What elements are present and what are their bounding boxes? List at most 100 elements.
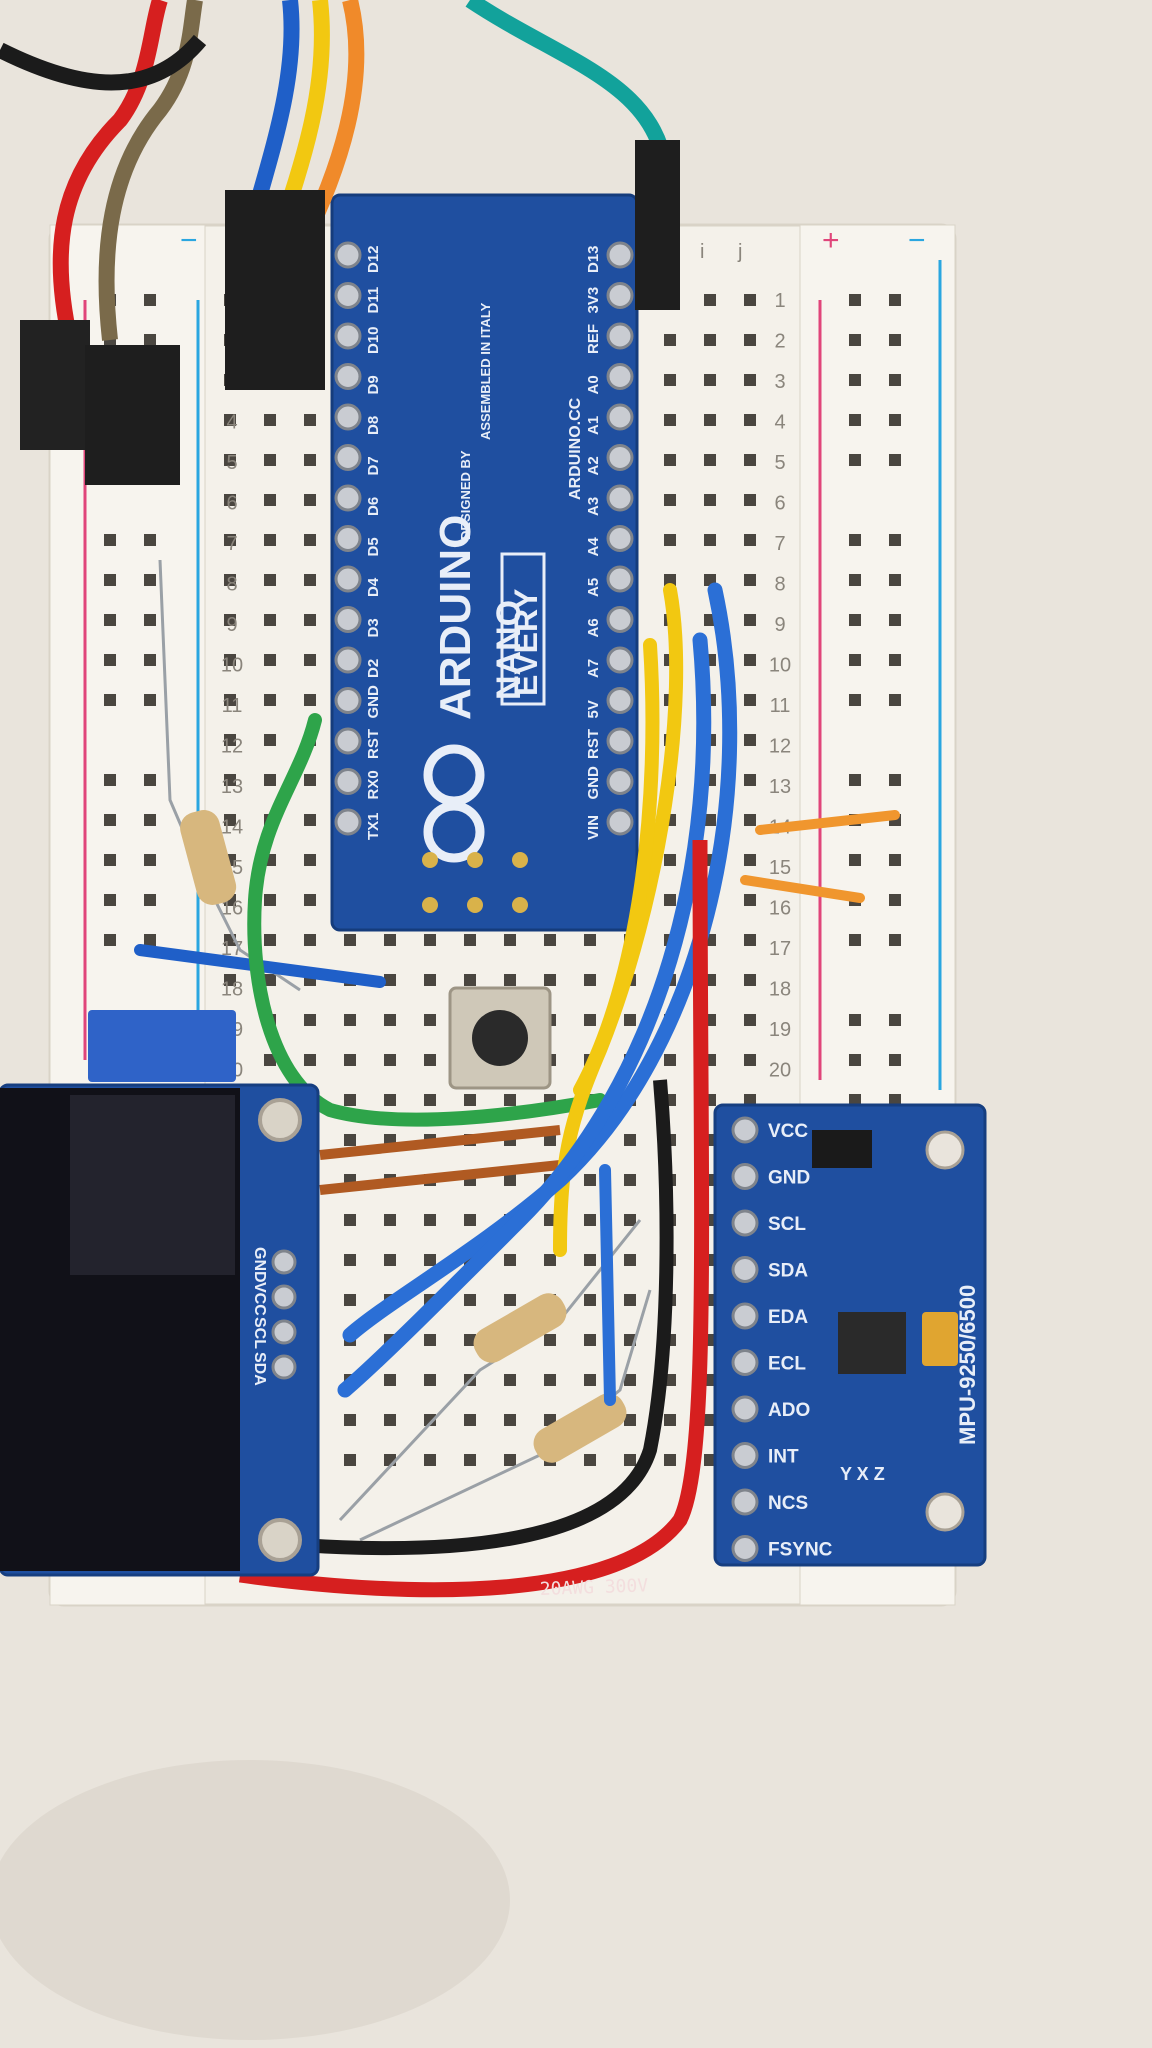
breadboard-hole [624, 1414, 636, 1426]
rail-hole [889, 774, 901, 786]
breadboard-hole [304, 534, 316, 546]
breadboard-hole [584, 1374, 596, 1386]
arduino-url: ARDUINO.CC [567, 397, 584, 500]
breadboard-hole [424, 1414, 436, 1426]
breadboard-hole [584, 1254, 596, 1266]
rail-hole [849, 454, 861, 466]
arduino-pin [334, 282, 362, 309]
arduino-pin [606, 322, 634, 350]
breadboard-hole [224, 574, 236, 586]
breadboard-hole [224, 454, 236, 466]
arduino-pin-label: RX0 [365, 770, 382, 799]
blue-wire-short [599, 1164, 616, 1406]
rail-hole [849, 1014, 861, 1026]
arduino-pin-label: GND [365, 685, 382, 719]
breadboard-hole [304, 414, 316, 426]
breadboard-hole [744, 374, 756, 386]
rail-hole [889, 454, 901, 466]
breadboard-hole [744, 534, 756, 546]
breadboard-hole [624, 1134, 636, 1146]
breadboard-hole [344, 1014, 356, 1026]
breadboard-hole [384, 1374, 396, 1386]
rail-hole [144, 814, 156, 826]
breadboard-hole [264, 894, 276, 906]
oled-pin [271, 1284, 297, 1310]
arduino-pin-label: A4 [585, 537, 602, 557]
breadboard-hole [744, 1054, 756, 1066]
breadboard-hole [224, 734, 236, 746]
arduino-pin [334, 727, 362, 755]
breadboard-hole [704, 454, 716, 466]
arduino-pin-label: D2 [365, 659, 382, 678]
rail-hole [104, 534, 116, 546]
arduino-pin [334, 606, 362, 633]
breadboard-hole [504, 1454, 516, 1466]
row-number: 5 [774, 452, 785, 474]
row-number: 11 [770, 695, 791, 717]
rail-hole [849, 374, 861, 386]
breadboard-hole [384, 1014, 396, 1026]
breadboard-hole [744, 334, 756, 346]
breadboard-hole [424, 1254, 436, 1266]
rail-hole [849, 694, 861, 706]
breadboard-hole [224, 694, 236, 706]
arduino-made-in: ASSEMBLED IN ITALY [478, 302, 493, 440]
blue-wire-1 [342, 582, 738, 1343]
rail-hole [144, 534, 156, 546]
arduino-pin-label: RST [365, 729, 382, 759]
arduino-designed-by: DESIGNED BY [458, 450, 473, 540]
arduino-pin [334, 444, 362, 471]
breadboard-hole [744, 574, 756, 586]
breadboard-hole [704, 414, 716, 426]
breadboard-hole [624, 1014, 636, 1026]
breadboard-hole [224, 614, 236, 626]
breadboard-hole [704, 334, 716, 346]
breadboard-hole [304, 814, 316, 826]
rail-hole [104, 934, 116, 946]
arduino-pin [606, 646, 634, 674]
breadboard-hole [704, 494, 716, 506]
breadboard-hole [504, 934, 516, 946]
breadboard-hole [504, 1414, 516, 1426]
breadboard-hole [264, 414, 276, 426]
row-number: 4 [226, 412, 237, 434]
breadboard-hole [584, 1014, 596, 1026]
row-number: 4 [774, 412, 785, 434]
arduino-pin-label: A1 [585, 416, 602, 435]
breadboard-hole [224, 814, 236, 826]
breadboard-hole [504, 1174, 516, 1186]
red-wire [238, 839, 710, 1598]
arduino-pin [334, 403, 362, 431]
left-rail-minus-label: − [180, 224, 198, 257]
breadboard-hole [744, 814, 756, 826]
row-number: 1 [774, 290, 785, 312]
breadboard-hole [744, 454, 756, 466]
breadboard-hole [384, 1414, 396, 1426]
breadboard-hole [464, 1334, 476, 1346]
rail-hole [104, 574, 116, 586]
mpu-pin-label: ADO [768, 1400, 810, 1421]
arduino-pin-label: A2 [585, 456, 602, 475]
breadboard-hole [424, 974, 436, 986]
breadboard-hole [224, 974, 236, 986]
breadboard-hole [304, 574, 316, 586]
breadboard-hole [744, 774, 756, 786]
arduino-pin-label: A7 [585, 659, 602, 678]
breadboard-hole [704, 374, 716, 386]
arduino-pin [606, 525, 634, 552]
breadboard-hole [744, 294, 756, 306]
arduino-pin-label: A0 [585, 375, 602, 394]
row-number: 13 [221, 776, 243, 798]
arduino-pin [334, 241, 362, 269]
breadboard-hole [264, 774, 276, 786]
resistor-bottom-1 [338, 1219, 642, 1522]
dupont-connector-left-2 [85, 345, 180, 485]
rail-hole [889, 854, 901, 866]
breadboard-hole [544, 1334, 556, 1346]
breadboard-hole [664, 414, 676, 426]
breadboard-hole [264, 974, 276, 986]
mpu-pin-label: GND [768, 1168, 810, 1189]
